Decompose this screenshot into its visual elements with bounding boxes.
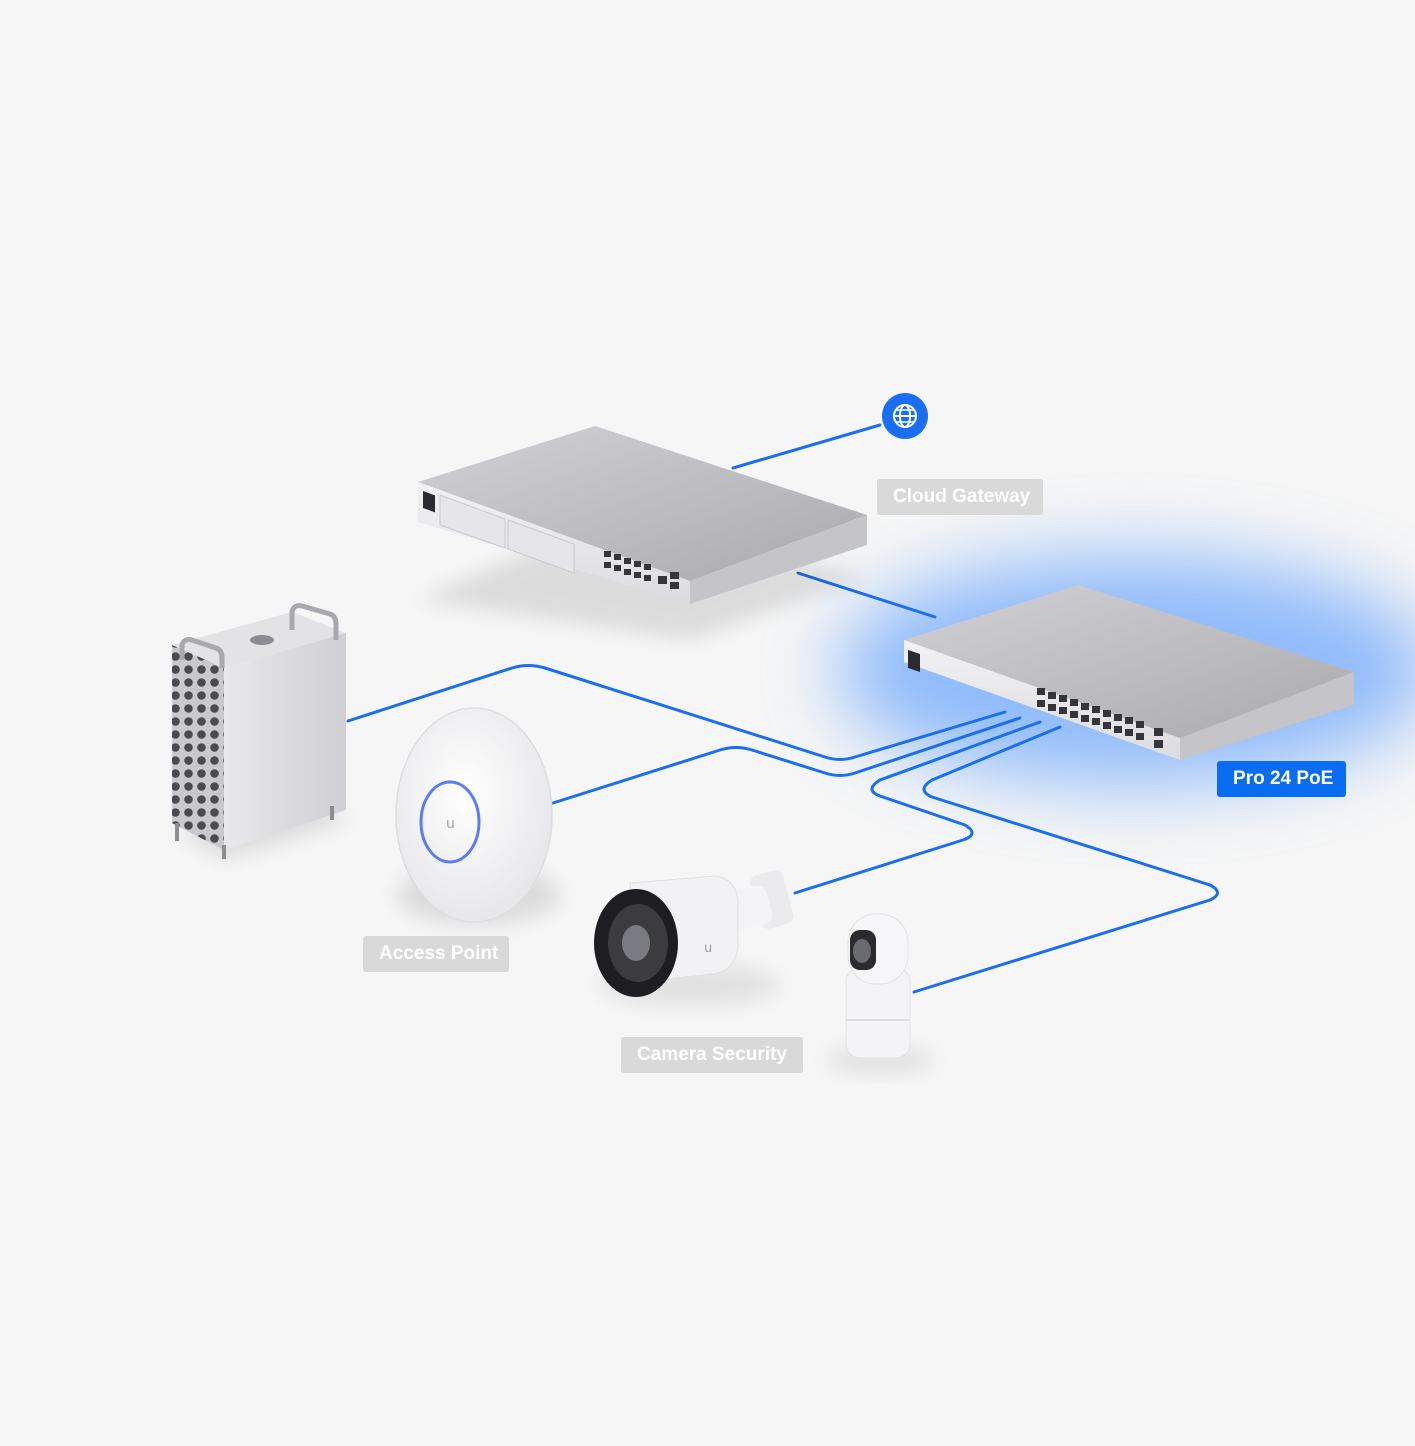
svg-text:u: u: [704, 941, 712, 956]
cable-switch-to-bullet-camera: [793, 720, 1042, 895]
cloud-gateway-label[interactable]: Cloud Gateway: [877, 479, 1043, 515]
network-cables: [346, 423, 1219, 994]
access-point-device[interactable]: u: [395, 707, 560, 925]
pro-24-poe-label[interactable]: Pro 24 PoE: [1217, 761, 1346, 797]
globe-icon[interactable]: [882, 393, 928, 439]
workstation-tower-device[interactable]: [172, 603, 350, 860]
gateway-ports: [604, 551, 679, 589]
pro-24-poe-switch-device[interactable]: [904, 585, 1354, 760]
switch-ports: [1037, 688, 1163, 748]
camera-security-label[interactable]: Camera Security: [621, 1037, 803, 1073]
cloud-gateway-device[interactable]: [418, 426, 868, 640]
cable-switch-to-access-point: [551, 716, 1022, 805]
svg-text:u: u: [446, 816, 455, 832]
cable-gateway-to-internet: [731, 423, 882, 470]
cable-switch-to-dome-camera: [912, 725, 1219, 994]
access-point-label[interactable]: Access Point: [363, 936, 509, 972]
cable-switch-to-workstation: [346, 664, 1007, 761]
dome-camera-device[interactable]: [825, 913, 935, 1075]
bullet-camera-device[interactable]: u: [594, 869, 795, 1007]
